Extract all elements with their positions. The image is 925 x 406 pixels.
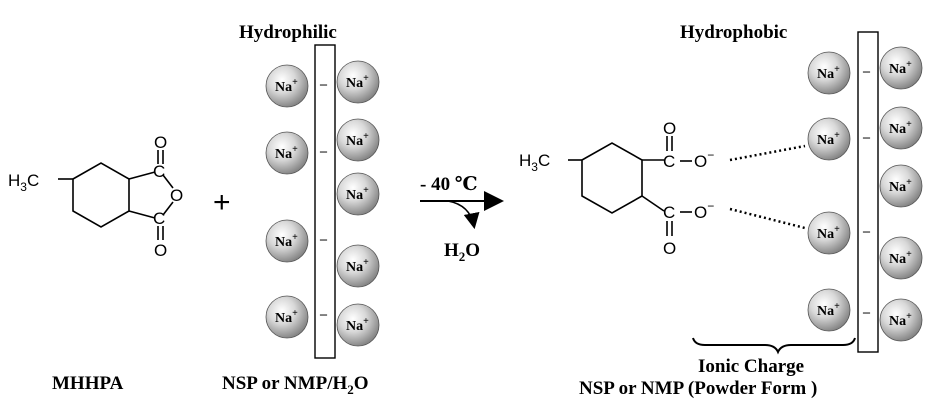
- svg-text:Na+: Na+: [817, 64, 840, 82]
- hydrophobic-label: Hydrophobic: [680, 22, 787, 43]
- na-ion: Na+: [265, 64, 309, 108]
- svg-text:Na+: Na+: [346, 185, 369, 203]
- nsp-powder-label: NSP or NMP (Powder Form ): [579, 378, 817, 399]
- na-ion: Na+: [879, 164, 923, 208]
- ionic-bond-top: [729, 144, 806, 162]
- na-ion: Na+: [336, 118, 380, 162]
- hydrophobic-sheet-charges: – – – –: [862, 64, 871, 320]
- carboxylate-oxygen-double-bottom: O: [663, 239, 676, 258]
- na-ion: Na+: [265, 131, 309, 175]
- carboxylate-carbon-top: C: [663, 152, 675, 171]
- na-ion: Na+: [807, 117, 851, 161]
- carboxylate-oxygen-double-top: O: [663, 119, 676, 138]
- svg-text:–: –: [319, 232, 328, 247]
- svg-text:Na+: Na+: [889, 311, 912, 329]
- ionic-charge-label: Ionic Charge: [698, 356, 804, 377]
- svg-text:–: –: [862, 130, 871, 145]
- hydrophilic-sheet: [314, 44, 336, 359]
- svg-text:Na+: Na+: [346, 131, 369, 149]
- svg-text:Na+: Na+: [275, 308, 298, 326]
- svg-text:–: –: [862, 305, 871, 320]
- anhydride-carbon-bottom: C: [153, 209, 165, 228]
- na-ion: Na+: [807, 51, 851, 95]
- svg-text:Na+: Na+: [889, 59, 912, 77]
- svg-text:–: –: [862, 64, 871, 79]
- svg-text:Na+: Na+: [889, 177, 912, 195]
- carboxylate-anion-bottom: O−: [694, 199, 714, 222]
- svg-text:Na+: Na+: [889, 119, 912, 137]
- carbonyl-oxygen-bottom: O: [154, 241, 167, 260]
- ionic-bond-bottom: [729, 207, 806, 230]
- svg-text:–: –: [319, 144, 328, 159]
- hydrophobic-na-ions: Na+ Na+ Na+ Na+ Na+ Na+ Na+ Na+ Na+: [807, 46, 923, 342]
- anhydride-carbon-top: C: [153, 162, 165, 181]
- svg-text:Na+: Na+: [817, 224, 840, 242]
- svg-text:Na+: Na+: [346, 73, 369, 91]
- water-release-arrow: [447, 200, 480, 230]
- na-ion: Na+: [336, 303, 380, 347]
- na-ion: Na+: [265, 219, 309, 263]
- reaction-temperature: - 40 ℃: [420, 174, 478, 195]
- ionic-charge-brace: [692, 337, 856, 355]
- product-methyl-label: H3C: [519, 151, 550, 174]
- carboxylate-carbon-bottom: C: [663, 203, 675, 222]
- svg-text:–: –: [319, 307, 328, 322]
- svg-text:Na+: Na+: [346, 257, 369, 275]
- water-label: H2O: [444, 240, 480, 264]
- plus-sign: +: [213, 186, 231, 219]
- na-ion: Na+: [879, 298, 923, 342]
- hydrophobic-sheet: [857, 31, 879, 353]
- svg-text:Na+: Na+: [889, 249, 912, 267]
- na-ion: Na+: [336, 172, 380, 216]
- na-ion: Na+: [807, 211, 851, 255]
- svg-text:Na+: Na+: [275, 144, 298, 162]
- hydrophilic-na-ions: Na+ Na+ Na+ Na+ Na+ Na+ Na+ Na+ Na+: [265, 60, 380, 347]
- anhydride-ring-oxygen: O: [170, 186, 183, 205]
- na-ion: Na+: [879, 236, 923, 280]
- methyl-label: H3C: [8, 171, 39, 194]
- product-structure: [568, 136, 692, 236]
- na-ion: Na+: [879, 106, 923, 150]
- na-ion: Na+: [807, 288, 851, 332]
- na-ion: Na+: [336, 244, 380, 288]
- na-ion: Na+: [879, 46, 923, 90]
- svg-text:Na+: Na+: [275, 232, 298, 250]
- svg-text:Na+: Na+: [275, 77, 298, 95]
- svg-text:–: –: [319, 77, 328, 92]
- hydrophilic-sheet-charges: – – – –: [319, 77, 328, 322]
- svg-text:Na+: Na+: [346, 316, 369, 334]
- carbonyl-oxygen-top: O: [154, 133, 167, 152]
- mhhpa-label: MHHPA: [52, 373, 124, 394]
- na-ion: Na+: [265, 295, 309, 339]
- svg-text:Na+: Na+: [817, 130, 840, 148]
- svg-text:–: –: [862, 224, 871, 239]
- svg-text:Na+: Na+: [817, 301, 840, 319]
- carboxylate-anion-top: O−: [694, 148, 714, 171]
- mhhpa-structure: [58, 150, 174, 240]
- na-ion: Na+: [336, 60, 380, 104]
- hydrophilic-label: Hydrophilic: [239, 22, 337, 43]
- nsp-water-label: NSP or NMP/H2O: [222, 373, 369, 397]
